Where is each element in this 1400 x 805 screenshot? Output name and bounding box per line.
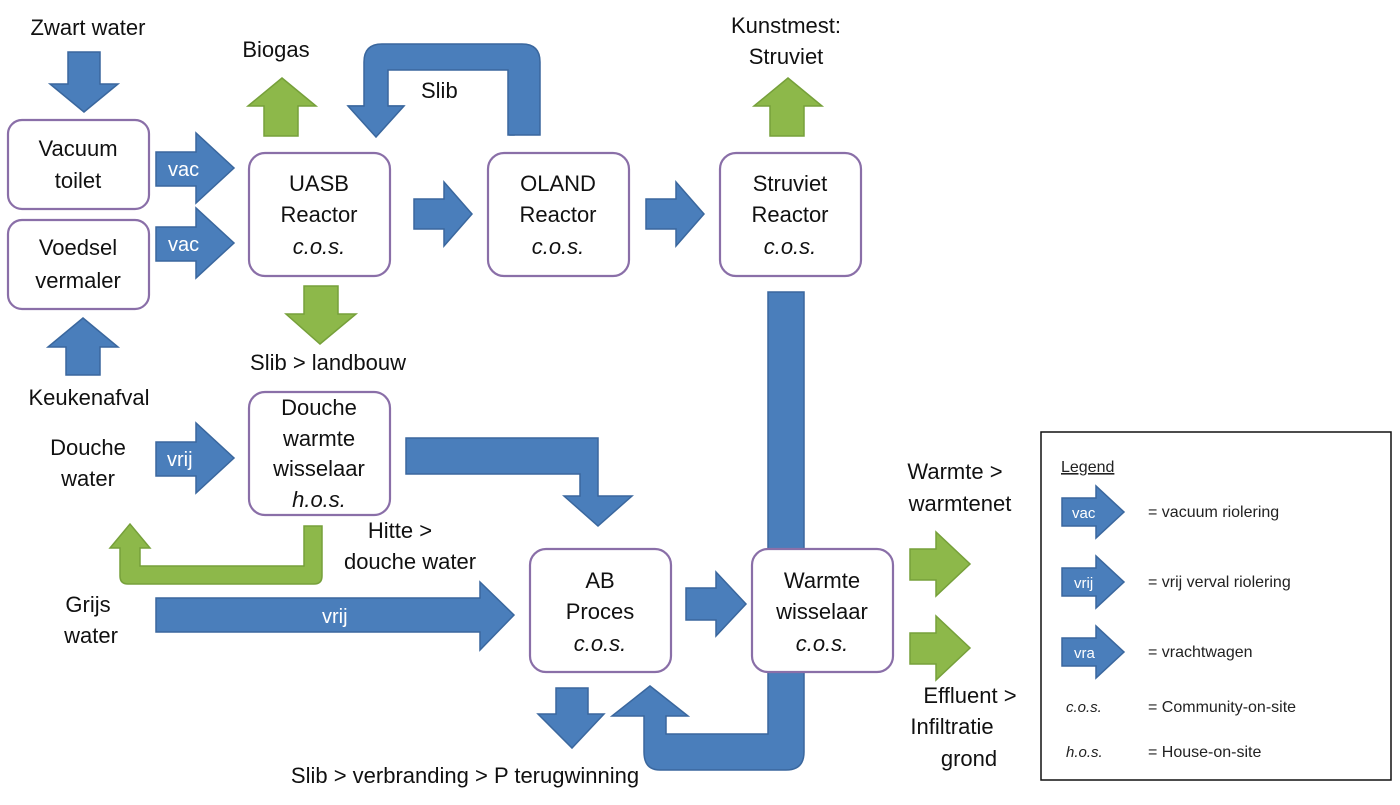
- node-scope: c.o.s.: [532, 234, 585, 259]
- node-label: Douche: [281, 395, 357, 420]
- node-voedsel-vermaler: Voedsel vermaler: [6, 218, 151, 311]
- arrow-ab-slib-down: [536, 687, 606, 750]
- arrow-zwart-water-down: [47, 51, 121, 113]
- label-warmte-out: Warmte >: [907, 459, 1002, 484]
- label-slib-verbranding: Slib > verbranding > P terugwinning: [291, 763, 639, 788]
- label-hitte: Hitte >: [368, 518, 432, 543]
- label-slib: Slib: [421, 78, 458, 103]
- arrow-vrij-label: vrij: [167, 449, 193, 471]
- node-label: vermaler: [35, 268, 121, 293]
- node-struviet-reactor: Struviet Reactor c.o.s.: [718, 151, 863, 278]
- legend-vac-arrow: [1061, 484, 1126, 540]
- node-label: Voedsel: [39, 235, 117, 260]
- node-label: Reactor: [280, 202, 357, 227]
- label-struviet-product: Struviet: [749, 44, 824, 69]
- label-effluent: Effluent >: [923, 683, 1016, 708]
- arrow-douche-to-ab: [405, 437, 634, 528]
- node-label: warmte: [282, 426, 355, 451]
- legend-vra-arrow: [1061, 624, 1126, 680]
- node-label: wisselaar: [272, 456, 365, 481]
- label-keukenafval: Keukenafval: [28, 385, 149, 410]
- arrow-effluent-out: [909, 614, 972, 682]
- label-biogas: Biogas: [242, 37, 309, 62]
- legend-desc: = vrachtwagen: [1148, 644, 1253, 661]
- node-uasb-reactor: UASB Reactor c.o.s.: [247, 151, 392, 278]
- legend-desc: = House-on-site: [1148, 744, 1261, 761]
- label-grijs-water: water: [63, 623, 118, 648]
- legend-frame: [1040, 431, 1392, 781]
- arrow-slib-recycle-main: [346, 43, 541, 139]
- node-douche-warmtewisselaar: Douche warmte wisselaar h.o.s.: [247, 390, 392, 517]
- arrow-oland-to-struviet: [645, 180, 705, 248]
- legend-desc: = vacuum riolering: [1148, 504, 1279, 521]
- label-grijs-water: Grijs: [65, 592, 110, 617]
- legend-symbol: vac: [1072, 505, 1096, 522]
- legend-desc: = vrij verval riolering: [1148, 574, 1291, 591]
- node-vacuum-toilet: Vacuum toilet: [6, 118, 151, 211]
- arrow-uasb-to-oland: [413, 180, 473, 248]
- label-grond: grond: [941, 746, 997, 771]
- label-zwart-water: Zwart water: [31, 15, 146, 40]
- node-scope: h.o.s.: [292, 487, 346, 512]
- arrow-hitte-return: [108, 522, 323, 585]
- label-infiltratie: Infiltratie: [910, 714, 993, 739]
- arrow-vac-toilet: [155, 131, 236, 205]
- arrow-biogas-up: [245, 77, 319, 137]
- legend-symbol: h.o.s.: [1066, 744, 1103, 761]
- legend: Legend vac = vacuum riolering vrij = vri…: [1040, 431, 1392, 781]
- arrow-keukenafval-up: [45, 317, 121, 376]
- node-label: Reactor: [751, 202, 828, 227]
- node-scope: c.o.s.: [764, 234, 817, 259]
- node-label: AB: [585, 568, 614, 593]
- legend-title: Legend: [1061, 459, 1114, 476]
- node-scope: c.o.s.: [293, 234, 346, 259]
- label-warmtenet: warmtenet: [908, 491, 1012, 516]
- node-label: Vacuum: [38, 136, 117, 161]
- arrow-struvite-up: [751, 77, 825, 137]
- node-label: toilet: [55, 168, 101, 193]
- node-label: Reactor: [519, 202, 596, 227]
- node-label: Proces: [566, 599, 634, 624]
- node-label: UASB: [289, 171, 349, 196]
- arrow-vac-label: vac: [168, 159, 199, 181]
- legend-symbol: vra: [1074, 645, 1095, 662]
- label-douche-water: water: [60, 466, 115, 491]
- node-label: Warmte: [784, 568, 860, 593]
- node-warmte-wisselaar: Warmte wisselaar c.o.s.: [750, 547, 895, 674]
- legend-symbol: vrij: [1074, 575, 1093, 592]
- arrow-vac-vermaler: [155, 206, 236, 280]
- arrow-slib-landbouw-down: [284, 285, 359, 345]
- label-hitte-douche-water: douche water: [344, 549, 476, 574]
- arrow-vrij-douche: [155, 421, 236, 495]
- legend-vrij-arrow: [1061, 554, 1126, 610]
- label-douche-water: Douche: [50, 435, 126, 460]
- arrow-vrij-label: vrij: [322, 606, 348, 628]
- node-label: wisselaar: [775, 599, 868, 624]
- arrow-vrij-grijs: [155, 580, 516, 652]
- legend-symbol: c.o.s.: [1066, 699, 1102, 716]
- node-label: OLAND: [520, 171, 596, 196]
- arrow-vac-label: vac: [168, 234, 199, 256]
- label-kunstmest: Kunstmest:: [731, 13, 841, 38]
- arrow-warmte-out: [909, 530, 972, 598]
- node-label: Struviet: [753, 171, 828, 196]
- node-ab-proces: AB Proces c.o.s.: [528, 547, 673, 674]
- arrow-ab-to-warmte: [685, 570, 748, 638]
- node-scope: c.o.s.: [796, 631, 849, 656]
- arrow-struviet-return: [609, 291, 805, 771]
- legend-desc: = Community-on-site: [1148, 699, 1296, 716]
- label-slib-landbouw: Slib > landbouw: [250, 350, 406, 375]
- node-oland-reactor: OLAND Reactor c.o.s.: [486, 151, 631, 278]
- node-scope: c.o.s.: [574, 631, 627, 656]
